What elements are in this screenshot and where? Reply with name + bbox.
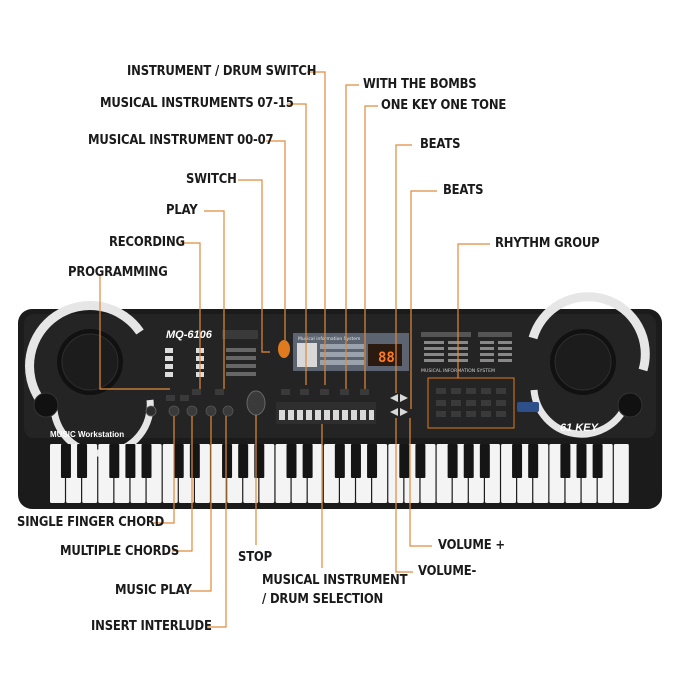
rhythm-group-buttons[interactable]	[436, 388, 506, 417]
label-with-the-bombs: WITH THE BOMBS	[363, 76, 477, 92]
label-recording: RECORDING	[109, 234, 185, 250]
leader-single-finger-chord	[152, 416, 175, 524]
model-name: MQ-6106	[166, 329, 213, 341]
black-key[interactable]	[222, 444, 233, 478]
black-key[interactable]	[238, 444, 249, 478]
black-key[interactable]	[109, 444, 120, 478]
leader-rhythm-group	[457, 243, 490, 378]
label-instrument-drum-selection-line2: / DRUM SELECTION	[262, 591, 384, 607]
leader-beats-lower	[410, 190, 437, 409]
stop-button[interactable]	[246, 390, 266, 416]
leader-volume-plus	[409, 418, 432, 547]
black-key[interactable]	[592, 444, 603, 478]
label-multiple-chords: MULTIPLE CHORDS	[60, 543, 180, 559]
label-one-key-one-tone: ONE KEY ONE TONE	[381, 97, 507, 113]
key-count-badge: 61 KEY	[560, 422, 600, 434]
keyboard-top-panel	[24, 314, 656, 438]
leader-switch	[238, 179, 270, 353]
black-key[interactable]	[286, 444, 297, 478]
black-key[interactable]	[334, 444, 345, 478]
leader-beats-upper	[395, 144, 412, 393]
leader-programming	[99, 274, 170, 390]
lcd-header: Musical information System	[298, 336, 360, 342]
leader-lines	[99, 71, 490, 628]
black-key[interactable]	[576, 444, 587, 478]
mic-jack	[145, 405, 157, 417]
upper-button-row[interactable]	[166, 389, 369, 401]
label-music-play: MUSIC PLAY	[115, 582, 192, 598]
leader-volume-minus	[395, 418, 413, 573]
label-volume-plus: VOLUME +	[438, 537, 505, 553]
black-key[interactable]	[77, 444, 88, 478]
leader-music-play	[190, 416, 212, 592]
black-key[interactable]	[512, 444, 523, 478]
black-key[interactable]	[60, 444, 71, 478]
volume-tempo-buttons[interactable]	[390, 394, 408, 416]
left-speaker	[25, 301, 154, 457]
black-key[interactable]	[173, 444, 184, 478]
label-instrument-drum-selection-line1: MUSICAL INSTRUMENT	[262, 572, 408, 588]
leader-musical-instruments-07-15	[287, 103, 307, 385]
piano-keys[interactable]	[50, 444, 629, 503]
label-stop: STOP	[238, 549, 272, 565]
leader-play	[204, 210, 225, 389]
label-rhythm-group: RHYTHM GROUP	[495, 235, 600, 251]
label-instrument-drum-switch: INSTRUMENT / DRUM SWITCH	[127, 63, 317, 79]
black-key[interactable]	[189, 444, 200, 478]
black-key[interactable]	[302, 444, 313, 478]
rhythm-group-box	[427, 377, 515, 429]
black-key[interactable]	[399, 444, 410, 478]
black-key[interactable]	[479, 444, 490, 478]
black-key[interactable]	[415, 444, 426, 478]
label-musical-instrument-00-07: MUSICAL INSTRUMENT 00-07	[88, 132, 274, 148]
label-switch: SWITCH	[186, 171, 237, 187]
label-volume-minus: VOLUME-	[418, 563, 477, 579]
black-key[interactable]	[254, 444, 265, 478]
label-insert-interlude: INSERT INTERLUDE	[91, 618, 212, 634]
black-key[interactable]	[447, 444, 458, 478]
lcd-digits: 88	[378, 350, 395, 366]
leader-musical-instrument-00-07	[266, 140, 286, 340]
brand-line: MUSIC Workstation	[50, 430, 124, 439]
function-buttons[interactable]	[168, 405, 234, 417]
white-key[interactable]	[613, 444, 629, 503]
label-single-finger-chord: SINGLE FINGER CHORD	[17, 514, 165, 530]
label-beats-upper: BEATS	[420, 136, 461, 152]
black-key[interactable]	[141, 444, 152, 478]
leader-recording	[180, 242, 201, 389]
black-key[interactable]	[560, 444, 571, 478]
instrument-switch-knob[interactable]	[278, 340, 290, 358]
black-key[interactable]	[125, 444, 136, 478]
right-speaker	[528, 292, 650, 438]
black-key[interactable]	[463, 444, 474, 478]
black-key[interactable]	[367, 444, 378, 478]
leader-instrument-drum-switch	[307, 71, 326, 385]
label-musical-instruments-07-15: MUSICAL INSTRUMENTS 07-15	[100, 95, 294, 111]
label-programming: PROGRAMMING	[68, 264, 168, 280]
leader-insert-interlude	[205, 416, 227, 628]
leader-with-the-bombs	[345, 84, 359, 389]
label-play: PLAY	[166, 202, 198, 218]
black-key[interactable]	[350, 444, 361, 478]
leader-one-key-one-tone	[364, 105, 378, 389]
label-beats-lower: BEATS	[443, 182, 484, 198]
leader-multiple-chords	[172, 416, 193, 552]
black-key[interactable]	[528, 444, 539, 478]
